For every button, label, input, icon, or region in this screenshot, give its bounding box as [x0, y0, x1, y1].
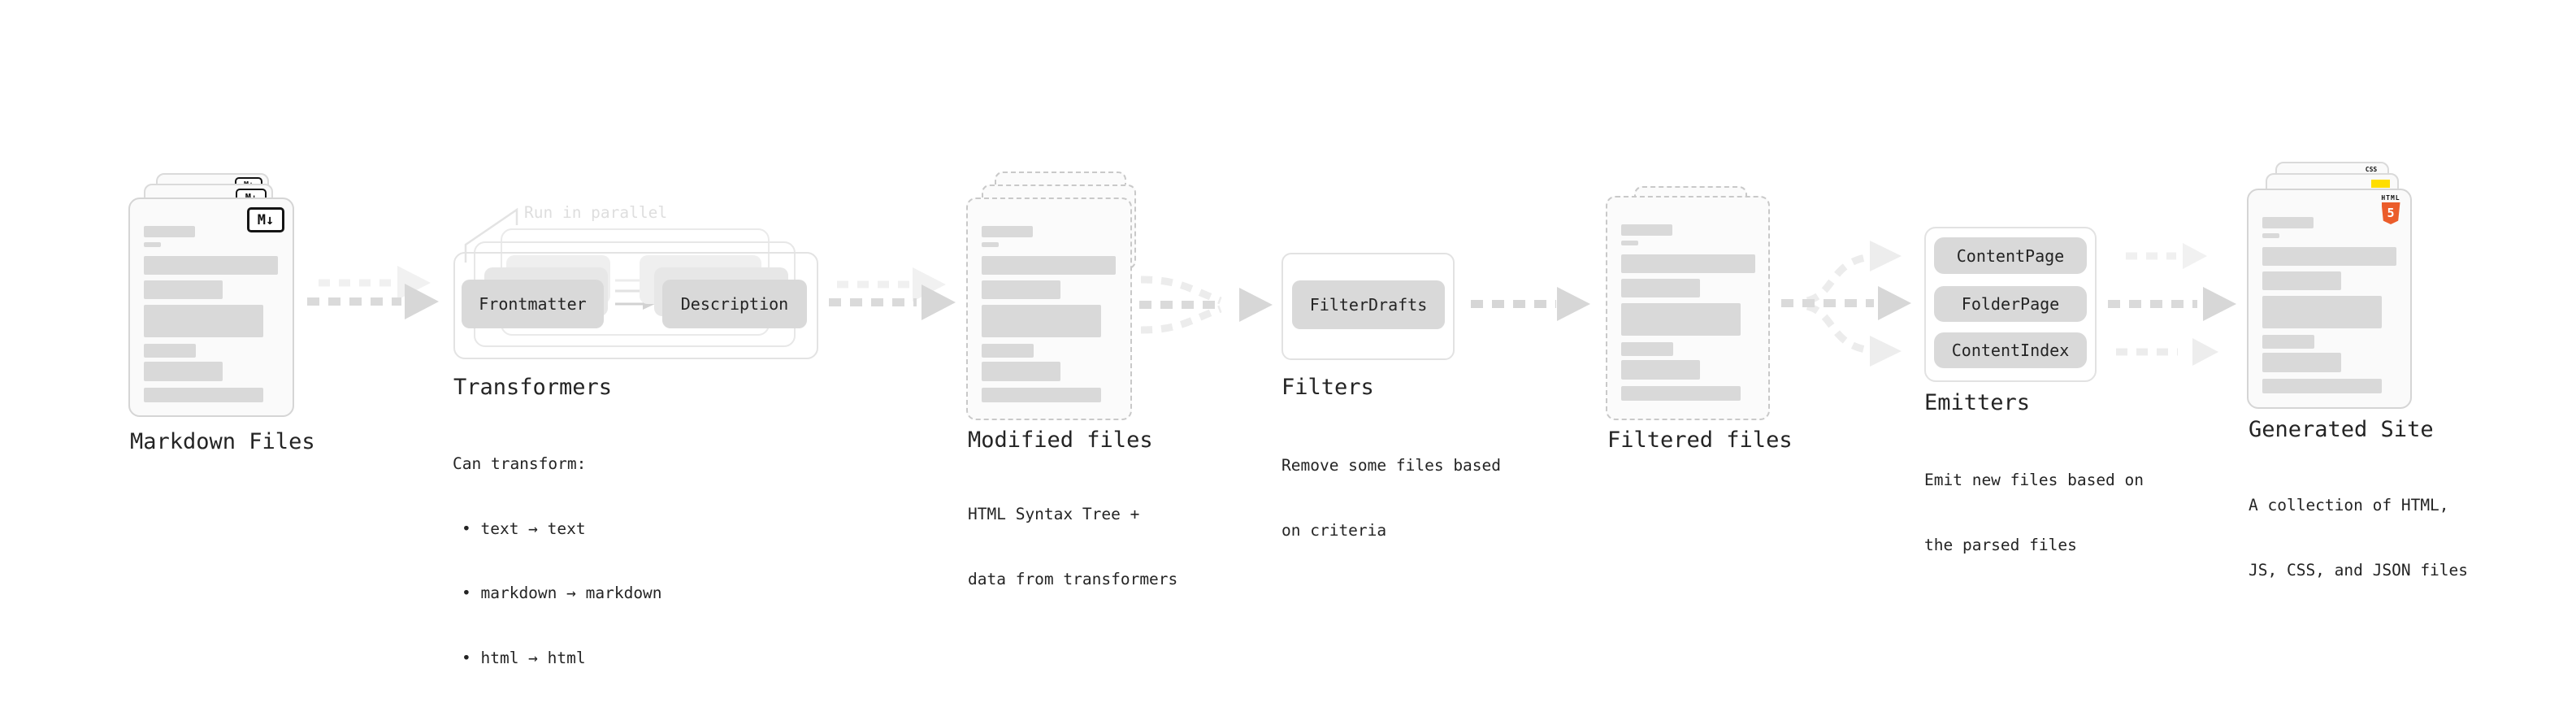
css-badge-label: CSS	[2365, 166, 2378, 173]
emitters-desc-line: the parsed files	[1924, 535, 2077, 554]
arrow-transformers-to-modified	[829, 267, 956, 320]
skeleton-bar	[1621, 342, 1673, 356]
arrow-head-bottom	[2192, 338, 2218, 366]
pipeline-diagram: M↓ M↓ M↓ Markdown Files Run in parallel …	[128, 162, 2469, 667]
modified-file-card-front	[966, 198, 1132, 420]
arrow-modified-to-filters-converging	[1139, 276, 1273, 334]
js-badge-icon	[2371, 180, 2390, 188]
skeleton-bar	[144, 256, 278, 275]
skeleton-bar	[1621, 303, 1741, 336]
transformers-title: Transformers	[453, 375, 613, 400]
generated-site-title: Generated Site	[2249, 417, 2434, 442]
modified-files-title: Modified files	[968, 428, 1153, 453]
filters-description: Remove some files based on criteria	[1281, 412, 1501, 584]
arrow-branch-bottom	[1140, 305, 1222, 334]
arrow-filtered-to-emitters-diverging	[1781, 241, 1911, 367]
run-in-parallel-leader-line	[464, 207, 518, 263]
markdown-file-card-front: M↓	[128, 198, 294, 417]
folder-page-box: FolderPage	[1934, 286, 2087, 322]
filtered-files-title: Filtered files	[1607, 428, 1793, 453]
transformers-desc-bullet: • markdown → markdown	[462, 584, 662, 602]
arrow-markdown-to-transformers	[307, 266, 439, 319]
skeleton-bar	[1621, 360, 1700, 380]
arrow-filters-to-filtered	[1471, 287, 1590, 321]
generated-file-card-front: HTML 5	[2247, 189, 2412, 409]
skeleton-bar	[144, 242, 161, 247]
transformers-desc-bullet: • text → text	[462, 519, 586, 538]
skeleton-bar	[2262, 271, 2341, 290]
content-page-box: ContentPage	[1934, 237, 2087, 274]
html5-logo-icon: HTML 5	[2380, 194, 2401, 224]
filter-drafts-box: FilterDrafts	[1292, 280, 1445, 329]
content-index-box: ContentIndex	[1934, 332, 2087, 368]
skeleton-bar	[1621, 254, 1755, 273]
skeleton-bar	[1621, 224, 1672, 236]
skeleton-bar	[1621, 279, 1700, 297]
html5-shield: 5	[2381, 202, 2400, 224]
arrow-head-top	[1870, 241, 1902, 271]
transformers-desc-bullet: • html → html	[462, 648, 586, 667]
modified-desc-line: data from transformers	[968, 569, 1178, 588]
markdown-files-title: Markdown Files	[130, 429, 315, 454]
arrow-head-bottom	[1870, 336, 1902, 367]
skeleton-bar	[2262, 233, 2279, 238]
emitters-title: Emitters	[1924, 390, 2031, 415]
arrow-head	[1878, 286, 1911, 320]
filters-desc-line: on criteria	[1281, 520, 1387, 540]
arrow-head	[1557, 287, 1590, 321]
skeleton-bar	[144, 388, 263, 402]
skeleton-bar	[2262, 379, 2382, 393]
transformer-container-front	[453, 252, 818, 359]
modified-desc-line: HTML Syntax Tree +	[968, 505, 1140, 523]
skeleton-bar	[982, 344, 1034, 358]
skeleton-bar	[144, 362, 223, 381]
transformers-desc-intro: Can transform:	[453, 454, 587, 473]
skeleton-bar	[982, 362, 1060, 381]
emitters-description: Emit new files based on the parsed files	[1924, 427, 2144, 599]
arrow-branch-bottom	[1806, 302, 1871, 354]
skeleton-bar	[2262, 296, 2382, 328]
description-box: Description	[662, 280, 807, 328]
arrow-head-ghost	[913, 267, 946, 302]
markdown-logo-icon: M↓	[247, 207, 284, 232]
skeleton-bar	[982, 305, 1101, 337]
arrow-head-top	[2183, 243, 2207, 269]
flow-arrows	[307, 207, 2236, 367]
skeleton-bar	[982, 280, 1060, 299]
run-in-parallel-annotation: Run in parallel	[524, 203, 668, 222]
filtered-file-card-front	[1606, 196, 1770, 420]
skeleton-bar	[1621, 241, 1638, 245]
html5-number: 5	[2387, 206, 2395, 220]
filters-desc-line: Remove some files based	[1281, 456, 1502, 475]
html5-logo-label: HTML	[2381, 194, 2400, 202]
skeleton-bar	[2262, 353, 2341, 372]
skeleton-bar	[2262, 247, 2396, 266]
arrow-head	[405, 284, 439, 319]
arrow-branch-top	[1140, 276, 1222, 305]
skeleton-bar	[982, 256, 1116, 275]
emitters-desc-line: Emit new files based on	[1924, 471, 2144, 489]
skeleton-bar	[982, 242, 999, 247]
skeleton-bar	[144, 344, 196, 358]
generated-site-description: A collection of HTML, JS, CSS, and JSON …	[2249, 452, 2468, 624]
generated-desc-line: JS, CSS, and JSON files	[2249, 560, 2469, 580]
arrow-head	[2203, 287, 2236, 321]
skeleton-bar	[982, 388, 1101, 402]
skeleton-bar	[2262, 217, 2314, 228]
skeleton-bar	[2262, 335, 2314, 349]
arrow-branch-top	[1806, 253, 1871, 305]
filters-title: Filters	[1281, 375, 1374, 400]
generated-desc-line: A collection of HTML,	[2249, 496, 2449, 514]
skeleton-bar	[144, 226, 195, 237]
skeleton-bar	[1621, 386, 1741, 401]
frontmatter-box: Frontmatter	[462, 280, 604, 328]
modified-files-description: HTML Syntax Tree + data from transformer…	[968, 461, 1177, 633]
skeleton-bar	[144, 305, 263, 337]
arrow-head	[922, 284, 956, 320]
transformers-description: Can transform: • text → text • markdown …	[453, 410, 662, 712]
skeleton-bar	[982, 226, 1033, 237]
arrow-head	[1239, 288, 1273, 322]
skeleton-bar	[144, 280, 223, 299]
arrow-emitters-to-generated	[2108, 243, 2236, 366]
